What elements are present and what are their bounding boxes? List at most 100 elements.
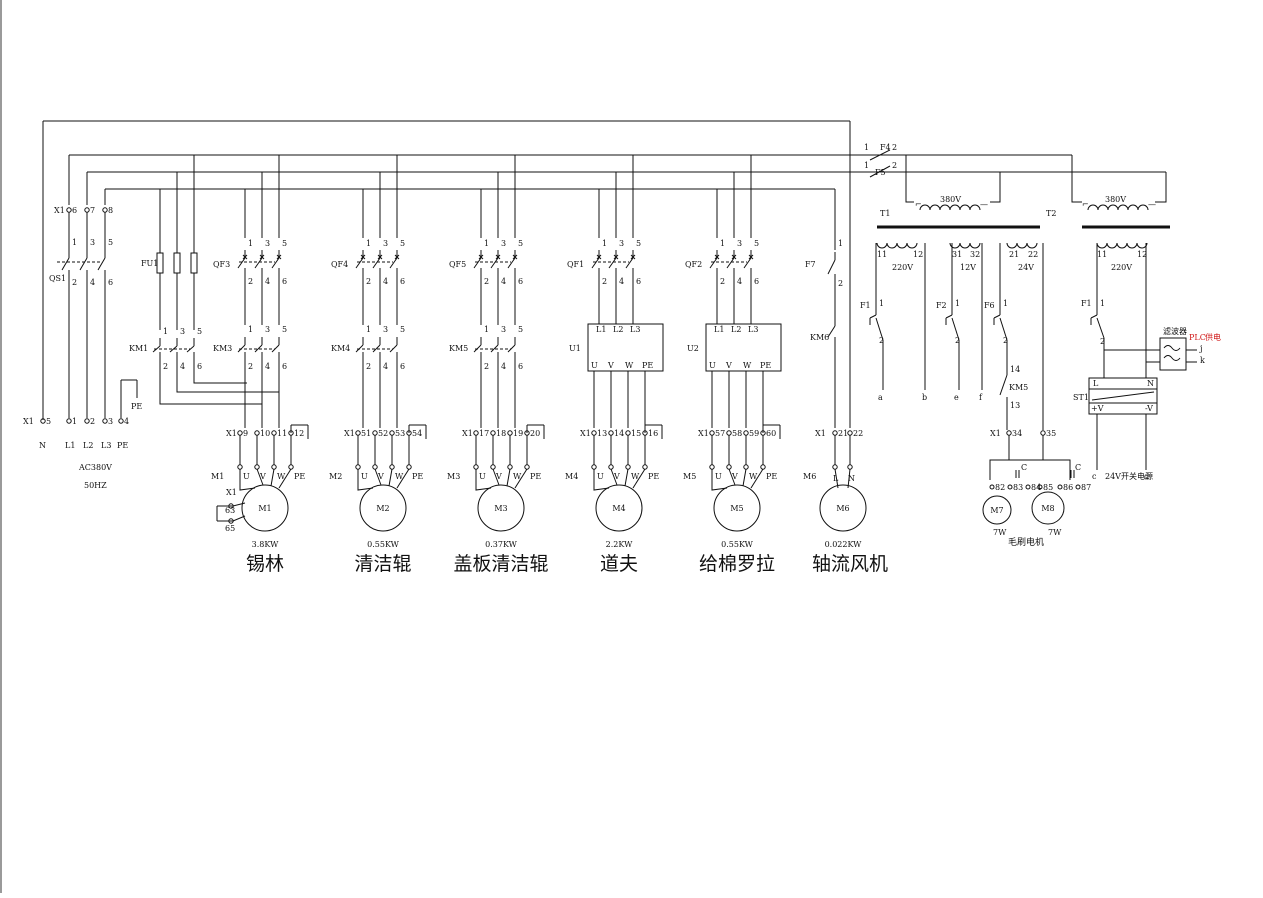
plc-term: k <box>1200 356 1205 365</box>
t1-sec-12-coil <box>949 242 981 249</box>
qf-contact-top: 1 <box>248 239 253 248</box>
supply-terminal-number: 8 <box>108 206 113 215</box>
x1-label: X1 <box>54 206 65 215</box>
f4-pin: 1 <box>864 143 869 152</box>
terminal-block-label: X1 <box>226 429 237 438</box>
qf-contact-top: 5 <box>754 239 759 248</box>
supply-bottom-terminal <box>102 418 108 424</box>
km-contact-bottom: 4 <box>265 362 270 371</box>
motor-label: M3 <box>494 504 507 513</box>
t1-sec-voltage: 24V <box>1018 263 1034 272</box>
motor-terminal-number: 51 <box>361 429 371 438</box>
motor-feed <box>624 468 629 487</box>
qf-contact-mark <box>495 254 501 260</box>
qf-contact-bottom: 4 <box>619 277 624 286</box>
supply-bottom-number: 4 <box>124 417 129 426</box>
qf-contact-bottom: 6 <box>754 277 759 286</box>
vfd-input-label: L3 <box>748 325 758 334</box>
aux-fuse-mark <box>869 314 877 319</box>
t1-sec-voltage: 220V <box>892 263 913 272</box>
km5-pin: 13 <box>1010 401 1020 410</box>
motor-lead-terminal <box>743 464 749 470</box>
thermistor-number: 65 <box>225 524 235 533</box>
fan-terminal <box>832 430 838 436</box>
motor-feed <box>711 469 728 491</box>
qs-contact-top: 3 <box>90 238 95 247</box>
motor-feed <box>610 468 618 486</box>
motor-lead-terminal <box>237 464 243 470</box>
aux-fuse-blade <box>999 317 1008 341</box>
vfd-input-label: L1 <box>596 325 606 334</box>
supply-terminal-number: 7 <box>90 206 95 215</box>
motor-symbol <box>477 484 525 532</box>
km-contact-top: 5 <box>400 325 405 334</box>
psu-terminal-letter: d <box>1144 472 1149 481</box>
motor-terminal <box>355 430 361 436</box>
motor-lead-terminal <box>355 464 361 470</box>
qf-contact-blade <box>743 257 752 269</box>
aux-fuse-pin: 1 <box>1003 299 1008 308</box>
motor-lead-label: U <box>479 472 486 481</box>
aux-terminal-letter: b <box>922 393 927 402</box>
motor-feed <box>256 468 264 486</box>
motor-tag: M3 <box>447 472 460 481</box>
km1-contact-bottom: 2 <box>163 362 168 371</box>
motor-label: M5 <box>730 504 743 513</box>
motor-terminal <box>591 430 597 436</box>
fan-lead-label: N <box>848 474 855 483</box>
km1-out-wire <box>176 360 280 393</box>
t2-sec-pin: 11 <box>1097 250 1107 259</box>
motor-lead-label: PE <box>294 472 305 481</box>
motor-power: 0.55KW <box>367 540 400 549</box>
km-contact-top: 3 <box>501 325 506 334</box>
aux-fuse-label: F1 <box>860 301 871 310</box>
motor-lead-terminal <box>726 464 732 470</box>
km6-label: KM6 <box>810 333 829 342</box>
km-contact-bottom: 6 <box>518 362 523 371</box>
motor-terminal <box>473 430 479 436</box>
motor-feed <box>728 468 736 486</box>
thermistor-number: 63 <box>225 506 235 515</box>
qf-contact-blade <box>355 257 364 269</box>
qf-contact-blade <box>237 257 246 269</box>
f7-label: F7 <box>805 260 816 269</box>
supply-terminal-number: 6 <box>72 206 77 215</box>
vfd-input-label: L1 <box>714 325 724 334</box>
fan-lead-terminal <box>847 464 853 470</box>
motor-lead-terminal <box>254 464 260 470</box>
motor-lead-label: V <box>377 472 384 481</box>
km-contact-blade <box>389 344 398 353</box>
motor-lead-label: U <box>243 472 250 481</box>
f5-pin: 1 <box>864 161 869 170</box>
m7-terminal <box>989 484 995 490</box>
motor-label: M4 <box>612 504 625 513</box>
motor-terminal-number: 13 <box>597 429 607 438</box>
aux-terminal-letter: f <box>979 393 983 402</box>
aux-terminal-letter: e <box>954 393 959 402</box>
supply-bottom-terminal <box>118 418 124 424</box>
qf-contact-bottom: 4 <box>383 277 388 286</box>
qf-contact-blade <box>726 257 735 269</box>
motor-terminal <box>389 430 395 436</box>
motor-feed <box>396 468 410 489</box>
brush-motor-name: 毛刷电机 <box>1008 536 1044 548</box>
phase-label: L2 <box>83 441 93 450</box>
motor-lead-terminal <box>608 464 614 470</box>
m8-pin: 87 <box>1081 483 1091 492</box>
qf-contact-mark <box>512 254 518 260</box>
fan-terminal-number: 21 <box>838 429 848 438</box>
km5-blade <box>999 374 1008 396</box>
vfd-input-label: L2 <box>731 325 741 334</box>
supply-terminal <box>66 207 72 213</box>
fan-feed <box>847 468 851 489</box>
motor-terminal <box>490 430 496 436</box>
motor-terminal-number: 54 <box>412 429 422 438</box>
motor-symbol <box>359 484 407 532</box>
km-contact-top: 5 <box>282 325 287 334</box>
qf-contact-blade <box>490 257 499 269</box>
motor-power: 2.2KW <box>606 540 633 549</box>
qf-contact-bottom: 6 <box>518 277 523 286</box>
qf-contact-blade <box>507 257 516 269</box>
motor-terminal-number: 16 <box>648 429 658 438</box>
